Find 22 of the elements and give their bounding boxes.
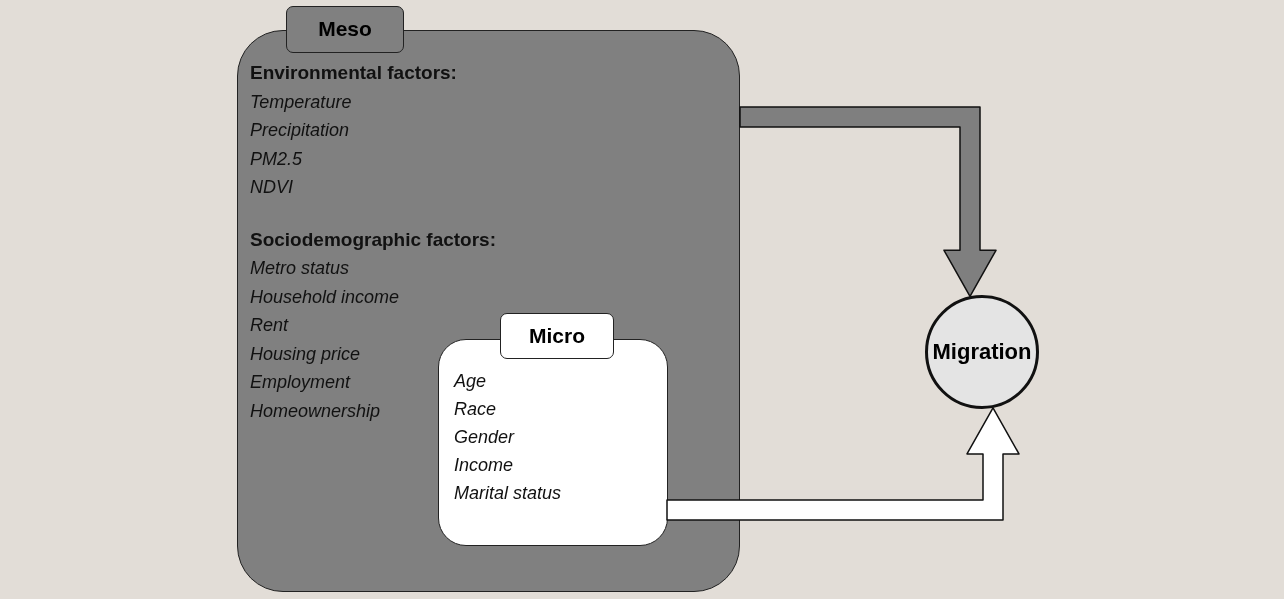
list-item: Temperature [250,90,352,113]
list-item: Household income [250,285,400,308]
list-item: Race [454,398,497,420]
list-item: Precipitation [250,119,350,141]
list-item: Metro status [250,257,350,279]
tab-label: Micro [500,313,614,359]
list-item: Employment [250,371,351,393]
list-item: Homeownership [250,399,381,422]
section-heading: Sociodemographic factors: [250,228,496,251]
block-arrow [666,407,1020,521]
block-arrow [739,106,997,298]
list-item: Income [454,454,514,476]
tab-label: Meso [286,6,404,53]
list-item: Housing price [250,342,361,365]
node-label: Migration [932,339,1032,365]
list-item: Marital status [454,482,562,504]
section-heading: Environmental factors: [250,62,457,84]
list-item: Gender [454,426,515,448]
list-item: Rent [250,314,289,336]
list-item: NDVI [250,176,293,198]
list-item: Age [454,370,487,392]
list-item: PM2.5 [250,147,303,170]
